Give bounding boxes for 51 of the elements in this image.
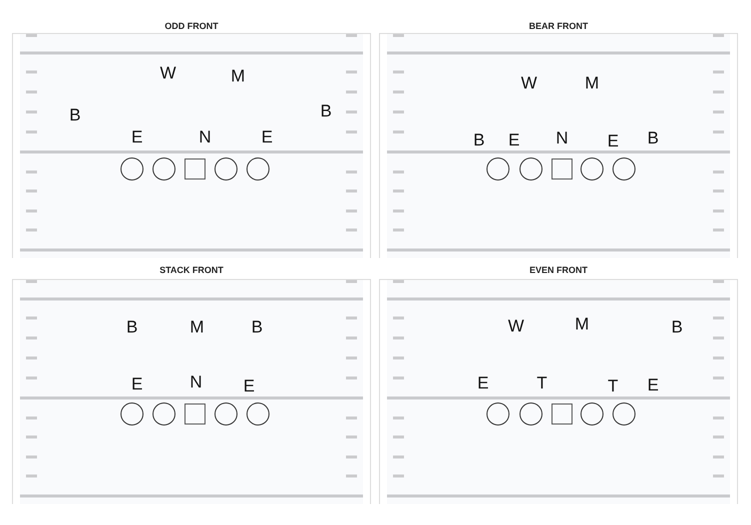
position-letter: W <box>520 74 538 92</box>
circle-icon <box>214 157 238 181</box>
position-letter: B <box>671 318 683 336</box>
panel-title: STACK FRONT <box>160 265 224 275</box>
circle-icon <box>486 157 510 181</box>
position-letter: W <box>160 64 176 82</box>
circle-icon <box>120 402 144 426</box>
position-letter: E <box>477 374 489 392</box>
position-letter: B <box>647 130 659 146</box>
square-icon <box>551 403 573 425</box>
circle-icon <box>246 157 270 181</box>
panel-title: ODD FRONT <box>164 21 218 31</box>
circle-icon <box>612 157 636 181</box>
position-letter: B <box>251 318 263 336</box>
position-letter: M <box>584 74 600 92</box>
position-letter: N <box>190 374 202 390</box>
circle-icon <box>152 402 176 426</box>
circle-icon <box>152 157 176 181</box>
position-letter: B <box>69 106 81 124</box>
circle-icon <box>486 402 510 426</box>
circle-icon <box>120 157 144 181</box>
circle-icon <box>214 402 238 426</box>
position-letter: T <box>608 378 618 394</box>
square-icon <box>184 403 206 425</box>
position-letter: N <box>198 128 212 146</box>
position-letter: M <box>190 318 204 336</box>
position-letter: W <box>508 318 524 334</box>
position-letter: E <box>261 128 273 146</box>
position-letter: M <box>230 68 246 84</box>
position-letter: B <box>126 318 138 336</box>
position-letter: B <box>320 102 332 120</box>
circle-icon <box>519 157 543 181</box>
circle-icon <box>580 402 604 426</box>
square-icon <box>551 158 573 180</box>
panel-title: EVEN FRONT <box>530 265 588 275</box>
circle-icon <box>580 157 604 181</box>
panel-title: BEAR FRONT <box>529 21 588 31</box>
position-letter: E <box>131 376 143 392</box>
circle-icon <box>246 402 270 426</box>
position-letter: M <box>574 316 590 332</box>
position-letter: E <box>508 132 520 148</box>
circle-icon <box>612 402 636 426</box>
square-icon <box>184 158 206 180</box>
circle-icon <box>519 402 543 426</box>
position-letter: B <box>473 132 485 148</box>
position-letter: E <box>647 376 659 394</box>
position-letter: E <box>243 378 255 394</box>
position-letter: E <box>131 128 143 146</box>
position-letter: N <box>556 130 568 146</box>
position-letter: E <box>607 132 619 150</box>
position-letter: T <box>536 374 548 392</box>
